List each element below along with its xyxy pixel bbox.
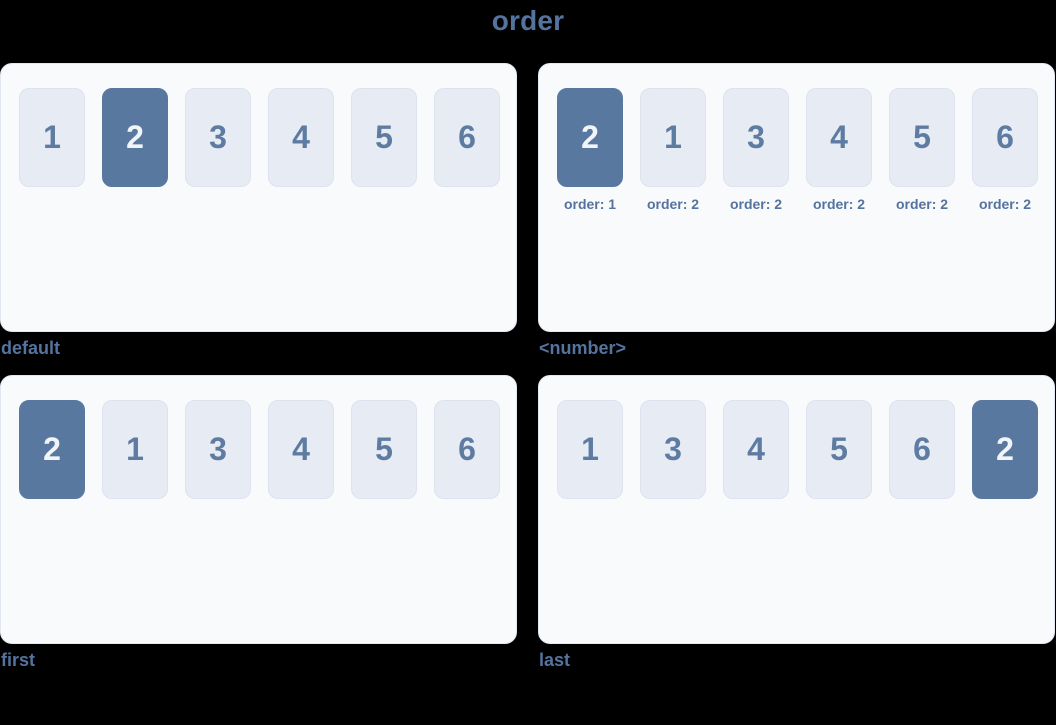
- flex-item-box: 3: [723, 88, 789, 187]
- panel-caption: default: [1, 338, 61, 358]
- flex-item-box: 3: [185, 88, 251, 187]
- flex-item: 2: [19, 400, 85, 499]
- order-value-label: order: 2: [646, 196, 700, 212]
- flex-item-box: 6: [889, 400, 955, 499]
- flex-item: 4: [268, 400, 334, 499]
- flex-item-box: 5: [889, 88, 955, 187]
- flex-item: 6: [434, 400, 500, 499]
- flex-item: 3: [185, 400, 251, 499]
- flex-item: 5: [806, 400, 872, 499]
- flex-item-box: 2: [557, 88, 623, 187]
- flex-item-box: 2: [972, 400, 1038, 499]
- page-title: order: [491, 5, 565, 36]
- flex-item: 2: [102, 88, 168, 187]
- flex-item: 1: [557, 400, 623, 499]
- flex-item-box: 5: [351, 400, 417, 499]
- flex-item-box: 3: [185, 400, 251, 499]
- flex-item-box: 6: [434, 88, 500, 187]
- demo-panel: 1 3 4 5 6 2 last: [538, 375, 1055, 671]
- order-value-label: order: 2: [978, 196, 1032, 212]
- flex-item: 6 order: 2: [972, 88, 1038, 212]
- flex-container: 1 2 3 4 5 6: [0, 63, 517, 332]
- flex-item-box: 6: [434, 400, 500, 499]
- flex-item: 3: [185, 88, 251, 187]
- flex-item-box: 4: [268, 88, 334, 187]
- flex-item: 4 order: 2: [806, 88, 872, 212]
- order-value-label: order: 1: [563, 196, 617, 212]
- flex-item-box: 1: [640, 88, 706, 187]
- flex-item-box: 6: [972, 88, 1038, 187]
- demo-panel: 1 2 3 4 5 6 default: [0, 63, 517, 359]
- flex-item-box: 1: [102, 400, 168, 499]
- demo-panel: 2 order: 1 1 order: 2 3 order: 2 4 order…: [538, 63, 1055, 359]
- flex-item-box: 5: [351, 88, 417, 187]
- flex-item: 1 order: 2: [640, 88, 706, 212]
- flex-item-box: 4: [806, 88, 872, 187]
- flex-item: 2 order: 1: [557, 88, 623, 212]
- panel-caption: first: [1, 650, 36, 670]
- flex-item: 3 order: 2: [723, 88, 789, 212]
- flex-item-box: 4: [268, 400, 334, 499]
- flex-item: 5: [351, 400, 417, 499]
- flex-container: 1 3 4 5 6 2: [538, 375, 1055, 644]
- panel-caption: last: [539, 650, 571, 670]
- flex-item-box: 3: [640, 400, 706, 499]
- order-value-label: order: 2: [812, 196, 866, 212]
- flex-item: 3: [640, 400, 706, 499]
- flex-item: 1: [19, 88, 85, 187]
- flex-item: 5: [351, 88, 417, 187]
- flex-item-box: 2: [19, 400, 85, 499]
- order-value-label: order: 2: [729, 196, 783, 212]
- flex-item-box: 2: [102, 88, 168, 187]
- flex-item-box: 4: [723, 400, 789, 499]
- flex-item: 5 order: 2: [889, 88, 955, 212]
- panel-caption: <number>: [539, 338, 627, 358]
- flex-item-box: 1: [557, 400, 623, 499]
- flex-item: 1: [102, 400, 168, 499]
- flex-container: 2 1 3 4 5 6: [0, 375, 517, 644]
- flex-container: 2 order: 1 1 order: 2 3 order: 2 4 order…: [538, 63, 1055, 332]
- flex-item: 4: [723, 400, 789, 499]
- demo-panel: 2 1 3 4 5 6 first: [0, 375, 517, 671]
- flex-item: 6: [434, 88, 500, 187]
- flex-item: 2: [972, 400, 1038, 499]
- flex-item: 6: [889, 400, 955, 499]
- flex-item: 4: [268, 88, 334, 187]
- order-value-label: order: 2: [895, 196, 949, 212]
- flex-item-box: 1: [19, 88, 85, 187]
- flex-item-box: 5: [806, 400, 872, 499]
- panels-grid: 1 2 3 4 5 6 default 2 order: 1 1 order: …: [0, 63, 1055, 671]
